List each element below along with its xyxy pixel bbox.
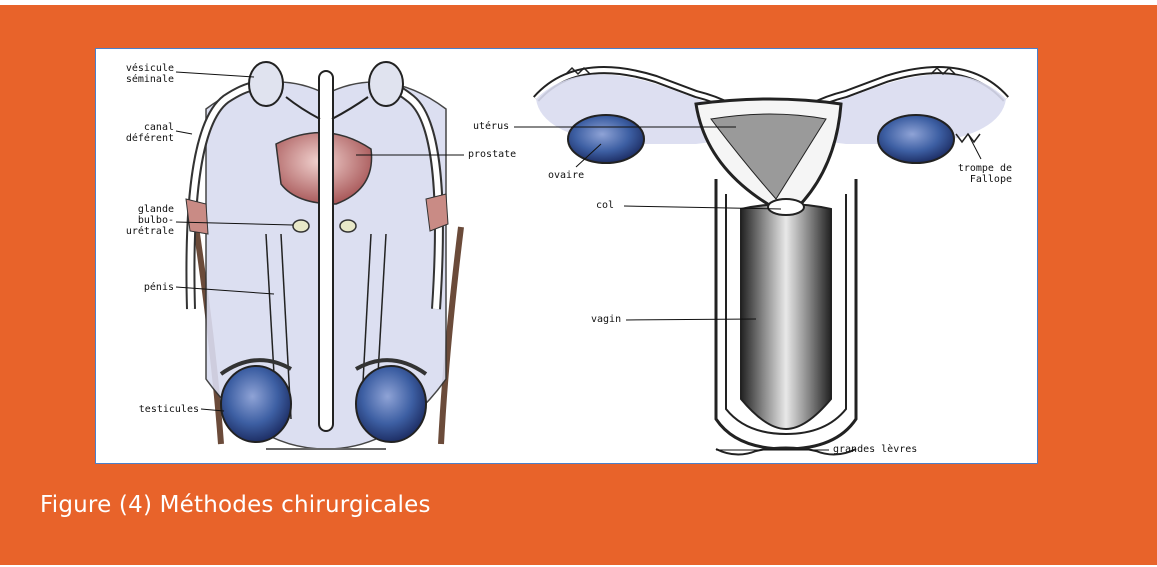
- figure-caption: Figure (4) Méthodes chirurgicales: [40, 492, 431, 518]
- female-anatomy: [514, 68, 1006, 455]
- label-testicules: testicules: [106, 404, 199, 415]
- testicle-left: [221, 366, 291, 442]
- label-trompe-de-fallope: trompe de Fallope: [916, 163, 1012, 185]
- slide-background: vésicule séminale canal déférent prostat…: [0, 5, 1157, 565]
- ovary-left: [568, 115, 644, 163]
- label-penis: pénis: [106, 282, 174, 293]
- anatomy-figure: vésicule séminale canal déférent prostat…: [95, 48, 1038, 464]
- male-anatomy: [176, 62, 464, 449]
- label-uterus: utérus: [473, 121, 509, 132]
- cervix: [768, 199, 804, 215]
- testicle-right: [356, 366, 426, 442]
- label-grandes-levres: grandes lèvres: [833, 444, 917, 455]
- label-ovaire: ovaire: [548, 170, 584, 181]
- label-prostate: prostate: [468, 149, 516, 160]
- label-vagin: vagin: [591, 314, 621, 325]
- seminal-vesicle-right: [369, 62, 403, 106]
- vagina: [741, 204, 831, 429]
- seminal-vesicle-left: [249, 62, 283, 106]
- label-glande-bulbo-uretrale: glande bulbo- urétrale: [106, 204, 174, 237]
- label-canal-deferent: canal déférent: [106, 122, 174, 144]
- label-vesicule-seminale: vésicule séminale: [106, 63, 174, 85]
- label-col: col: [596, 200, 614, 211]
- ovary-right: [878, 115, 954, 163]
- anatomy-diagram: [96, 49, 1038, 464]
